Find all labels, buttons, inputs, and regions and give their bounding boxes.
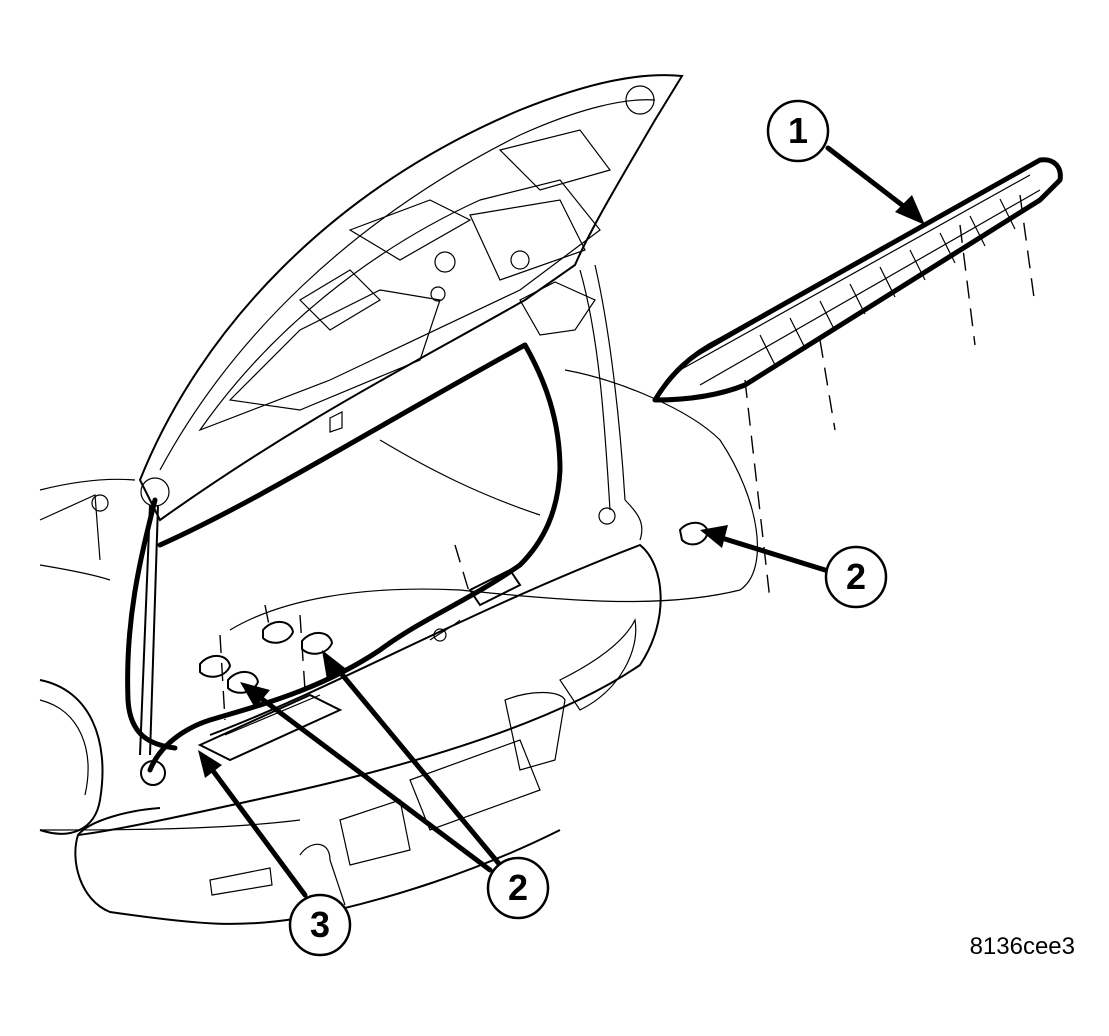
clip-sill-2 — [227, 671, 260, 694]
support-strut — [139, 477, 170, 786]
figure-id: 8136cee3 — [969, 933, 1075, 960]
scuff-plate — [652, 157, 1063, 403]
svg-text:3: 3 — [310, 904, 330, 945]
sill-components — [197, 568, 522, 762]
scuff-plate-ribs — [759, 198, 1016, 366]
lid-seal — [157, 342, 528, 548]
callout-1: 1 — [766, 99, 830, 163]
callout-2-bottom: 2 — [486, 856, 550, 920]
leader-arrows — [198, 145, 925, 898]
svg-text:2: 2 — [508, 867, 528, 908]
clip-sill-4 — [301, 632, 334, 655]
svg-text:2: 2 — [846, 556, 866, 597]
clip-right — [678, 521, 710, 546]
rear-bumper — [74, 543, 662, 925]
callout-2-right: 2 — [824, 545, 888, 609]
callout-3: 3 — [288, 893, 352, 957]
install-guides — [219, 194, 1036, 721]
clip-sill-3 — [262, 621, 295, 644]
car-body — [39, 264, 643, 835]
svg-text:1: 1 — [788, 110, 808, 151]
trunk-lid — [138, 74, 684, 522]
left-harness — [125, 497, 178, 751]
wiring-harness — [147, 342, 563, 773]
clip-sill-1 — [199, 655, 232, 678]
